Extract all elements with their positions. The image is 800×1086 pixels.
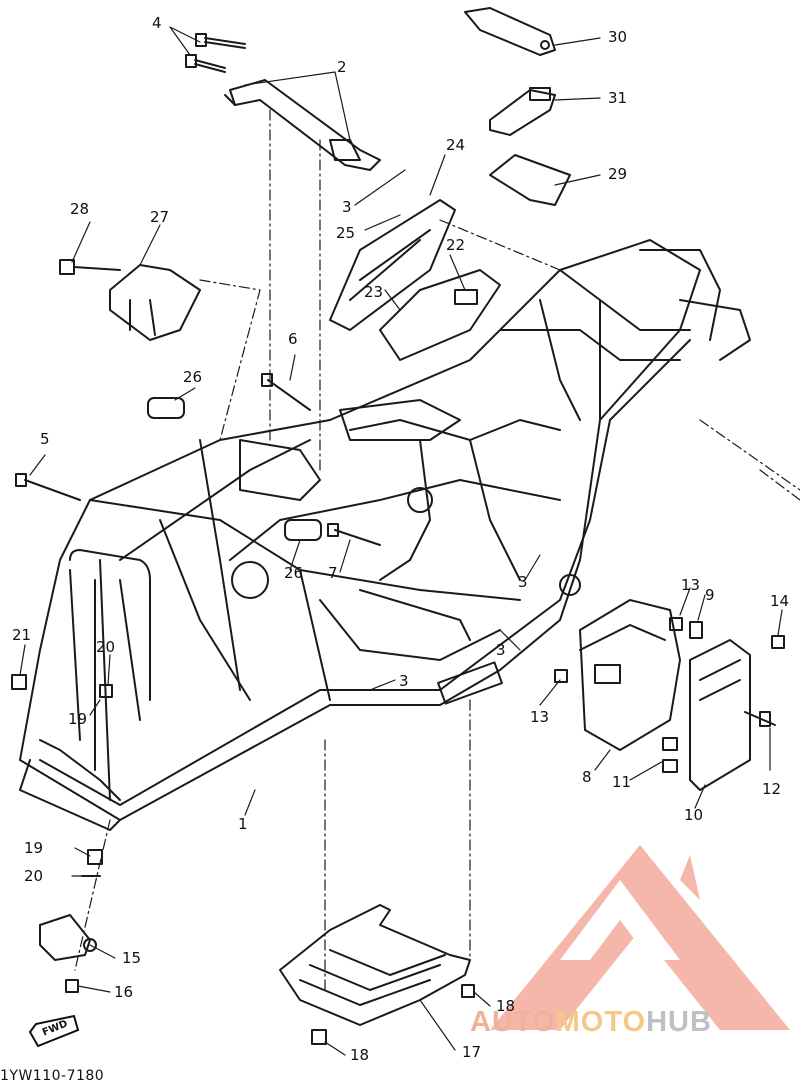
skid-plate-17 (279, 904, 471, 1026)
callout-17: 17 (462, 1043, 482, 1061)
part-26b (284, 519, 322, 541)
part-19a (99, 684, 113, 698)
callout-28: 28 (70, 200, 90, 218)
bolt-18b (311, 1029, 327, 1045)
bolt-12 (744, 711, 776, 727)
part-22 (379, 269, 501, 361)
callout-27: 27 (150, 208, 170, 226)
bracket-2 (224, 79, 381, 171)
callout-7: 7 (328, 564, 338, 582)
callout-16: 16 (114, 983, 134, 1001)
watermark-part-hub: HUB (646, 1006, 712, 1038)
callout-26-lower: 26 (284, 564, 304, 582)
callout-8: 8 (582, 768, 592, 786)
callout-19-upper: 19 (68, 710, 88, 728)
callout-21: 21 (12, 626, 32, 644)
callout-15: 15 (122, 949, 142, 967)
callout-3-right: 3 (518, 573, 528, 591)
callout-20-lower: 20 (24, 867, 44, 885)
part-29 (489, 154, 571, 206)
bolt-16 (65, 979, 79, 993)
callout-26-upper: 26 (183, 368, 203, 386)
callout-31: 31 (608, 89, 628, 107)
bolt-21 (11, 674, 27, 690)
callout-9: 9 (705, 586, 715, 604)
bolt-6 (261, 373, 311, 411)
callout-18-right: 18 (496, 997, 516, 1015)
bolt-14 (771, 635, 785, 649)
fwd-arrow-icon: FWD (28, 1010, 80, 1048)
leader-lines (74, 109, 800, 991)
callout-23: 23 (364, 283, 384, 301)
watermark-part-moto: MOTO (555, 1006, 647, 1038)
part-30 (464, 7, 556, 56)
callout-4: 4 (152, 14, 162, 32)
parts-11 (662, 737, 678, 773)
callout-2: 2 (337, 58, 347, 76)
callout-11: 11 (612, 773, 632, 791)
part-19b (87, 849, 103, 865)
drawing-code: 1YW110-7180 (0, 1068, 105, 1084)
cover-10 (689, 639, 751, 791)
callout-13-upper: 13 (681, 576, 701, 594)
callout-29: 29 (608, 165, 628, 183)
bolts-4 (185, 33, 246, 73)
callout-13-lower: 13 (530, 708, 550, 726)
callout-14: 14 (770, 592, 790, 610)
bolt-7 (327, 523, 381, 546)
callout-25: 25 (336, 224, 356, 242)
callout-leaders (19, 26, 783, 1056)
callout-1: 1 (238, 815, 248, 833)
nut-13b (554, 669, 568, 683)
battery-box-8 (579, 599, 681, 751)
callout-19-lower: 19 (24, 839, 44, 857)
part-24 (329, 199, 456, 331)
mount-15 (39, 914, 97, 961)
callout-20-upper: 20 (96, 638, 116, 656)
bolt-5 (15, 473, 81, 501)
callout-3-lower: 3 (399, 672, 409, 690)
bolt-18a (461, 984, 475, 998)
part-9 (689, 621, 703, 639)
part-26a (147, 397, 185, 419)
main-frame (19, 239, 751, 831)
part-31 (489, 87, 556, 136)
callout-22: 22 (446, 236, 466, 254)
watermark-text: AUTOMOTOHUB (470, 1006, 712, 1039)
callout-24: 24 (446, 136, 466, 154)
callout-18-lower: 18 (350, 1046, 370, 1064)
part-27 (109, 264, 201, 341)
callout-3-center: 3 (496, 641, 506, 659)
watermark-logo (490, 845, 790, 1030)
watermark-part-auto: AUTO (470, 1006, 556, 1038)
callout-12: 12 (762, 780, 782, 798)
callout-5: 5 (40, 430, 50, 448)
callout-30: 30 (608, 28, 628, 46)
callout-3: 3 (342, 198, 352, 216)
callout-10: 10 (684, 806, 704, 824)
callout-6: 6 (288, 330, 298, 348)
part-28 (59, 259, 121, 275)
nut-13a (669, 617, 683, 631)
